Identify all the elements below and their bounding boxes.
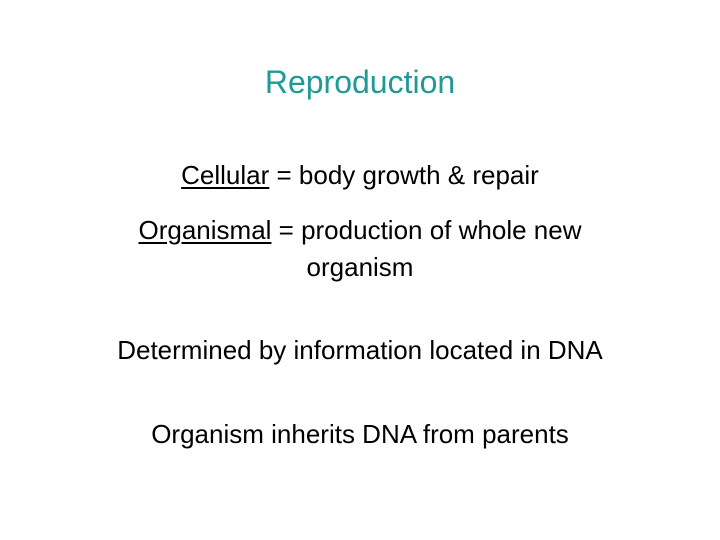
organismal-term: Organismal [138, 215, 272, 245]
cellular-term: Cellular [181, 160, 270, 190]
cellular-definition: Cellular = body growth & repair [0, 158, 720, 192]
organismal-description: = production of whole new [271, 215, 582, 245]
cellular-description: = body growth & repair [269, 160, 539, 190]
dna-inheritance-statement: Organism inherits DNA from parents [151, 419, 569, 449]
dna-determination-statement: Determined by information located in DNA [117, 335, 603, 365]
organismal-description-continuation: organism [306, 252, 414, 282]
organismal-definition: Organismal = production of whole new [0, 213, 720, 247]
slide-title: Reproduction [264, 64, 456, 100]
